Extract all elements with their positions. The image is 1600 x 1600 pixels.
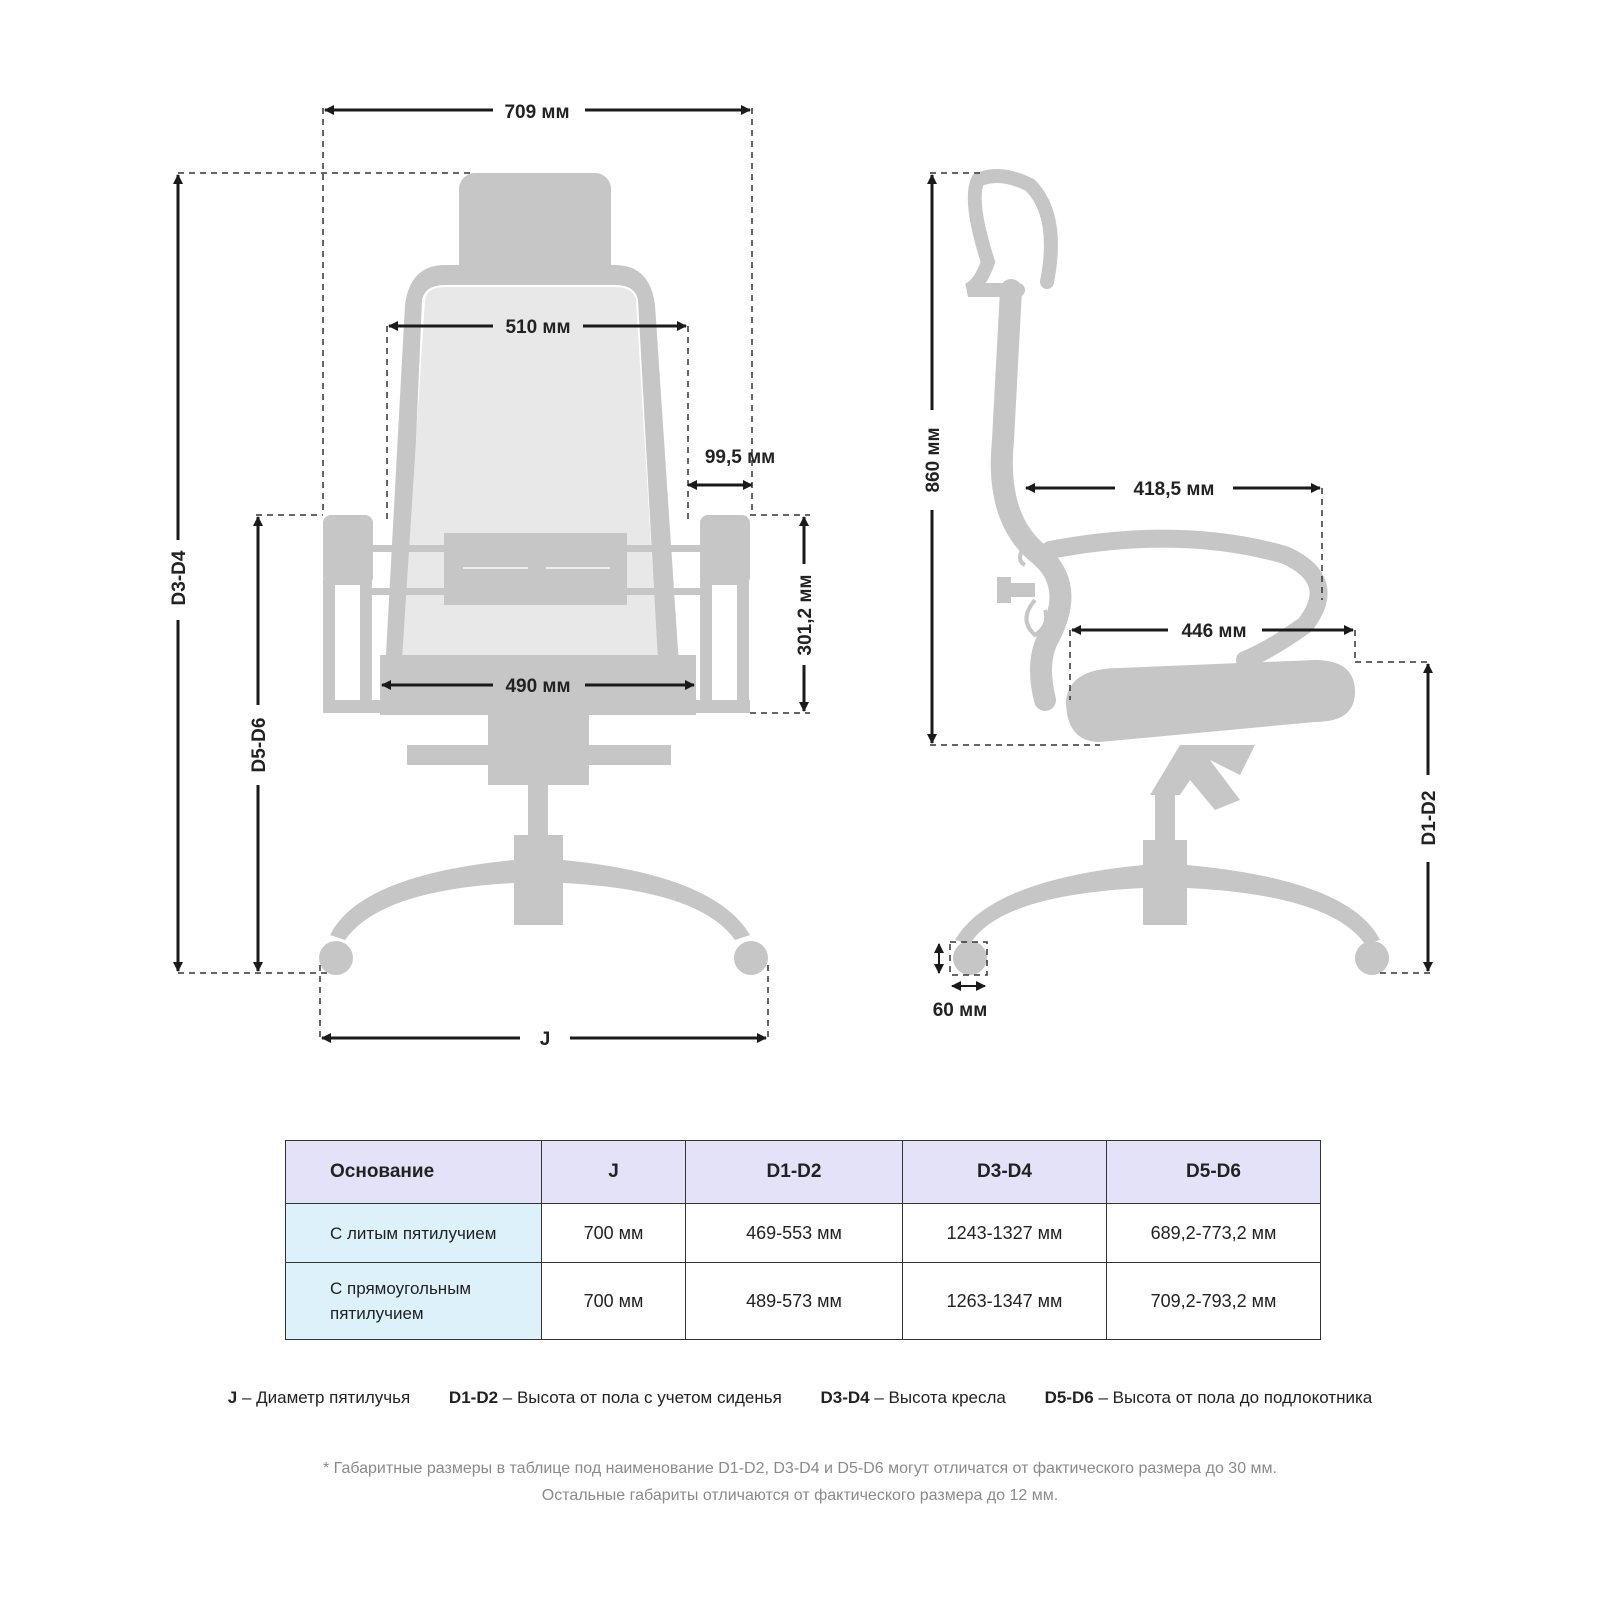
dim-backrest-depth: 418,5 мм bbox=[1025, 479, 1321, 500]
dim-armrest-floor: D5-D6 bbox=[249, 516, 270, 972]
chair-dimension-diagram: 709 мм 510 мм 99,5 мм 301,2 мм 490 мм D3… bbox=[169, 102, 1440, 1050]
spec-table: Основание J D1-D2 D3-D4 D5-D6 С литым пя… bbox=[285, 1140, 1321, 1340]
table-cell: 1263-1347 мм bbox=[902, 1262, 1107, 1340]
label-width-total: 709 мм bbox=[504, 102, 569, 123]
dim-height-total: D3-D4 bbox=[169, 174, 190, 972]
dim-width-total: 709 мм bbox=[324, 102, 751, 123]
dim-seat-depth: 446 мм bbox=[1071, 621, 1354, 642]
side-view-chair bbox=[953, 169, 1389, 975]
label-seat-width: 490 мм bbox=[505, 676, 570, 697]
table-header: D5-D6 bbox=[1106, 1140, 1321, 1204]
label-seat-depth: 446 мм bbox=[1181, 621, 1246, 642]
label-back-width: 510 мм bbox=[505, 317, 570, 338]
legend-key: J bbox=[227, 1388, 238, 1407]
legend-item-d5-d6: D5-D6 – Высота от пола до подлокотника bbox=[1045, 1388, 1373, 1407]
extension-lines bbox=[178, 108, 1430, 1040]
dim-wheel: 60 мм bbox=[933, 943, 988, 1021]
label-backrest-depth: 418,5 мм bbox=[1134, 479, 1215, 500]
dim-base-diameter: J bbox=[321, 1029, 767, 1050]
table-cell: 689,2-773,2 мм bbox=[1106, 1203, 1321, 1263]
legend-text: – Диаметр пятилучья bbox=[237, 1388, 411, 1407]
legend-key: D1-D2 bbox=[448, 1388, 499, 1407]
legend-item-d3-d4: D3-D4 – Высота кресла bbox=[821, 1388, 1006, 1407]
table-cell: 1243-1327 мм bbox=[902, 1203, 1107, 1263]
label-armrest-floor: D5-D6 bbox=[249, 718, 270, 773]
dim-armrest-width: 99,5 мм bbox=[687, 447, 775, 490]
table-header: J bbox=[541, 1140, 686, 1204]
dim-back-height: 860 мм bbox=[923, 174, 944, 744]
legend-item-d1-d2: D1-D2 – Высота от пола с учетом сиденья bbox=[449, 1388, 782, 1407]
legend-item-j: J – Диаметр пятилучья bbox=[228, 1388, 410, 1407]
table-row: С литым пятилучием 700 мм 469-553 мм 124… bbox=[285, 1203, 1321, 1263]
label-armrest-width: 99,5 мм bbox=[705, 447, 775, 468]
footnote-2: Остальные габариты отличаются от фактиче… bbox=[541, 1487, 1059, 1504]
table-cell: 709,2-793,2 мм bbox=[1106, 1262, 1321, 1340]
dim-seat-floor: D1-D2 bbox=[1419, 663, 1440, 972]
legend-text: – Высота от пола до подлокотника bbox=[1093, 1388, 1373, 1407]
table-row: С прямоугольным пятилучием 700 мм 489-57… bbox=[285, 1262, 1321, 1340]
label-back-height: 860 мм bbox=[923, 427, 944, 492]
legend-text: – Высота от пола с учетом сиденья bbox=[498, 1388, 782, 1407]
legend-key: D3-D4 bbox=[820, 1388, 870, 1407]
table-header: Основание bbox=[285, 1140, 542, 1204]
legend: J – Диаметр пятилучья D1-D2 – Высота от … bbox=[0, 1388, 1600, 1408]
label-height-total: D3-D4 bbox=[169, 550, 190, 605]
table-cell: С прямоугольным пятилучием bbox=[285, 1262, 542, 1340]
label-seat-floor: D1-D2 bbox=[1419, 791, 1440, 846]
table-cell: 700 мм bbox=[541, 1262, 686, 1340]
dim-armrest-height: 301,2 мм bbox=[795, 516, 816, 712]
table-header-row: Основание J D1-D2 D3-D4 D5-D6 bbox=[285, 1140, 1321, 1204]
legend-text: – Высота кресла bbox=[869, 1388, 1006, 1407]
table-header: D3-D4 bbox=[902, 1140, 1107, 1204]
dim-back-width: 510 мм bbox=[388, 317, 687, 338]
dim-seat-width: 490 мм bbox=[381, 676, 695, 697]
table-header: D1-D2 bbox=[685, 1140, 903, 1204]
front-view-chair bbox=[319, 173, 768, 975]
footnote-1: * Габаритные размеры в таблице под наиме… bbox=[323, 1460, 1277, 1477]
table-cell: 489-573 мм bbox=[685, 1262, 903, 1340]
legend-key: D5-D6 bbox=[1044, 1388, 1094, 1407]
table-cell: 469-553 мм bbox=[685, 1203, 903, 1263]
table-cell: С литым пятилучием bbox=[285, 1203, 542, 1263]
label-armrest-height: 301,2 мм bbox=[795, 575, 816, 656]
label-wheel: 60 мм bbox=[933, 1000, 988, 1021]
table-cell: 700 мм bbox=[541, 1203, 686, 1263]
label-base-diameter: J bbox=[540, 1029, 551, 1050]
